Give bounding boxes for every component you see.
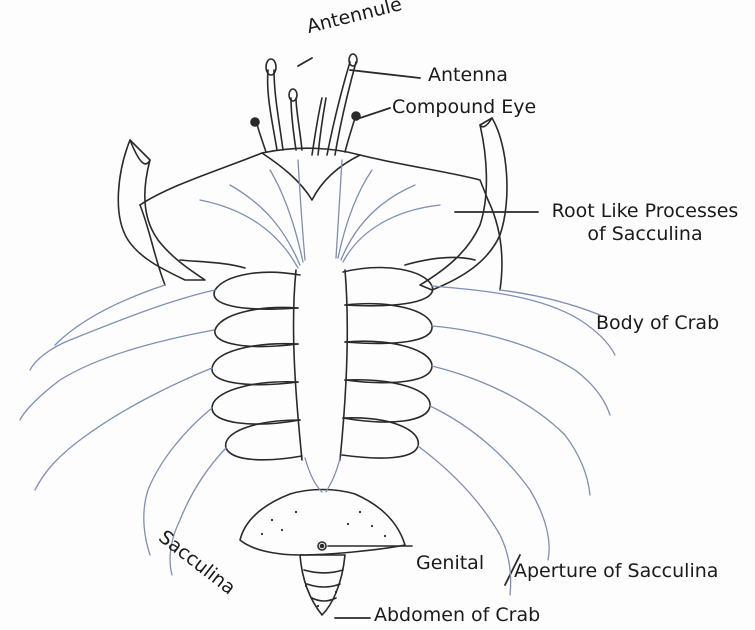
root-like-processes xyxy=(20,160,615,595)
label-abdomen: Abdomen of Crab xyxy=(374,604,540,627)
label-compound-eye: Compound Eye xyxy=(392,96,536,119)
left-claw xyxy=(118,140,205,280)
claws xyxy=(118,118,507,290)
label-root-like-line2: of Sacculina xyxy=(540,223,750,246)
eye-stalk-left xyxy=(257,124,266,152)
label-body-of-crab: Body of Crab xyxy=(596,312,719,335)
sacculina-sac xyxy=(240,490,412,556)
label-aperture: Aperture of Sacculina xyxy=(514,560,718,583)
antennae-group xyxy=(251,54,360,155)
label-genital: Genital xyxy=(416,552,484,575)
label-root-like-line1: Root Like Processes xyxy=(540,200,750,223)
compound-eye-right xyxy=(352,112,360,120)
right-claw xyxy=(420,118,507,290)
right-segments xyxy=(342,268,433,458)
antennule-left xyxy=(268,70,277,150)
left-segments xyxy=(212,272,302,460)
antenna-short xyxy=(312,98,322,155)
eye-stalk-right xyxy=(345,118,355,152)
sac-stipple xyxy=(261,511,386,607)
label-antenna: Antenna xyxy=(428,64,508,87)
central-column xyxy=(294,270,348,460)
label-root-like-processes: Root Like Processes of Sacculina xyxy=(540,200,750,246)
antenna-long xyxy=(327,62,350,155)
compound-eye-left xyxy=(251,118,259,126)
crab-body xyxy=(140,148,502,290)
antennule-mid xyxy=(291,98,296,150)
abdomen xyxy=(300,555,345,615)
